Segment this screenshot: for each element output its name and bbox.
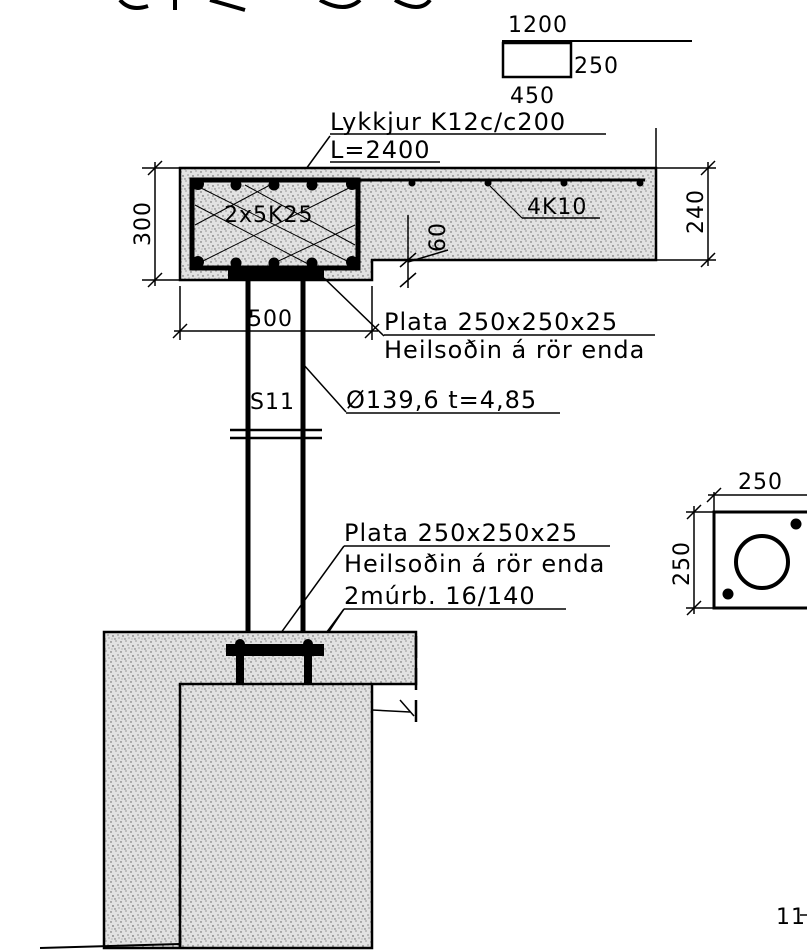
foundation-slab xyxy=(102,630,418,950)
top-rebar-dots xyxy=(192,178,644,191)
bottom-rebar-dots xyxy=(192,256,358,269)
anchor-bolts-label: 2múrb. 16/140 xyxy=(344,582,536,610)
anchor-bolt-left xyxy=(236,656,244,684)
beam-height-dim: 300 xyxy=(131,201,156,246)
beam-dimensions: 300 240 60 500 xyxy=(131,128,716,340)
top-plate-line2: Heilsoðin á rör enda xyxy=(384,336,645,364)
pipe-spec: Ø139,6 t=4,85 xyxy=(346,386,537,414)
main-bars-label: 2x5K25 xyxy=(224,203,313,228)
top-steel-plate xyxy=(228,266,324,280)
bottom-plate-line2: Heilsoðin á rör enda xyxy=(344,550,605,578)
stirrup-label: Lykkjur K12c/c200 xyxy=(330,108,566,136)
section-key-width: 1200 xyxy=(508,13,568,38)
foundation xyxy=(39,630,418,950)
stirrup-length: L=2400 xyxy=(330,136,431,164)
page-reference: 11 xyxy=(776,905,806,930)
plate-plan-detail: 250 250 xyxy=(670,470,807,616)
recess-dim: 60 xyxy=(426,222,451,252)
base-steel-plate xyxy=(226,644,324,656)
ground-line xyxy=(39,943,181,949)
slab-depth-dim: 240 xyxy=(684,189,709,234)
plate-height-dim: 250 xyxy=(670,541,695,586)
top-plate-line1: Plata 250x250x25 xyxy=(384,308,618,336)
bottom-plate-annotation: Plata 250x250x25 Heilsoðin á rör enda 2m… xyxy=(269,519,610,661)
beam-width-dim: 500 xyxy=(248,307,293,332)
section-key: 1200 250 450 xyxy=(501,13,692,109)
column-mark: S11 xyxy=(250,390,295,415)
steel-column: S11 Ø139,6 t=4,85 xyxy=(230,280,560,640)
cropped-title-fragment xyxy=(118,0,432,12)
plate-width-dim: 250 xyxy=(738,470,783,495)
top-plate-annotation: Plata 250x250x25 Heilsoðin á rör enda xyxy=(323,277,655,364)
section-key-height: 250 xyxy=(574,54,619,79)
section-key-bottom: 450 xyxy=(510,84,555,109)
slab-bars-label: 4K10 xyxy=(527,195,587,220)
beam-section: 2x5K25 4K10 xyxy=(178,166,658,282)
bottom-plate-line1: Plata 250x250x25 xyxy=(344,519,578,547)
anchor-bolt-right xyxy=(304,656,312,684)
plate-pipe-circle xyxy=(734,534,790,590)
stirrup-annotation: Lykkjur K12c/c200 L=2400 xyxy=(297,108,606,181)
